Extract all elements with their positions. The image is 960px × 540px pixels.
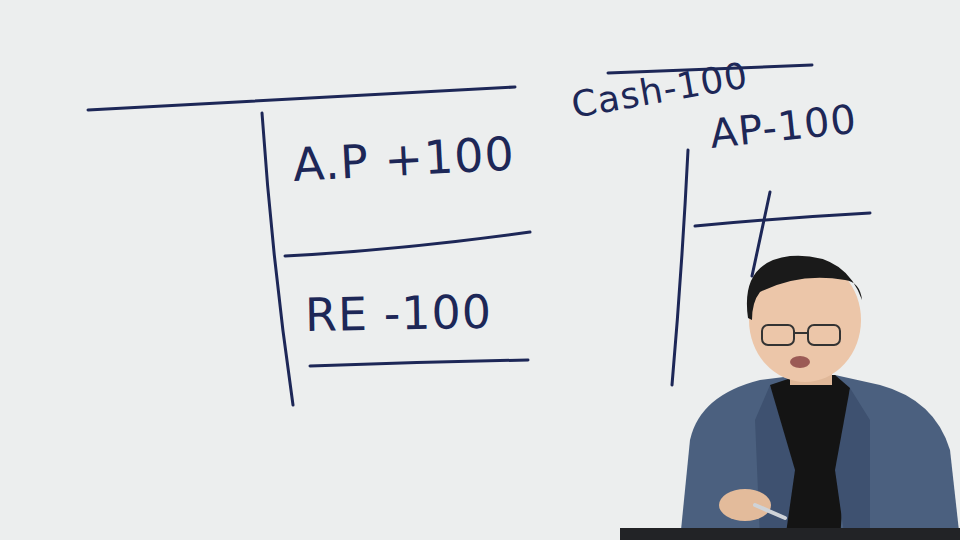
glasses bbox=[762, 325, 840, 345]
t-account-stem bbox=[672, 150, 688, 385]
hand bbox=[719, 489, 771, 521]
hair bbox=[747, 256, 862, 320]
desk bbox=[620, 528, 960, 540]
lecturer-figure bbox=[620, 256, 960, 540]
lapel bbox=[835, 388, 870, 540]
divider-line bbox=[285, 232, 530, 256]
t-account-stem bbox=[262, 113, 293, 405]
underline bbox=[310, 360, 528, 366]
handwritten-entry: A.P +100 bbox=[292, 128, 516, 190]
suit-jacket bbox=[680, 375, 960, 540]
mouth bbox=[790, 356, 810, 368]
underline bbox=[695, 213, 870, 226]
t-account-top bbox=[88, 87, 515, 110]
pen bbox=[755, 505, 785, 518]
handwritten-entry: RE -100 bbox=[305, 287, 493, 341]
t-account-lines bbox=[88, 65, 870, 405]
